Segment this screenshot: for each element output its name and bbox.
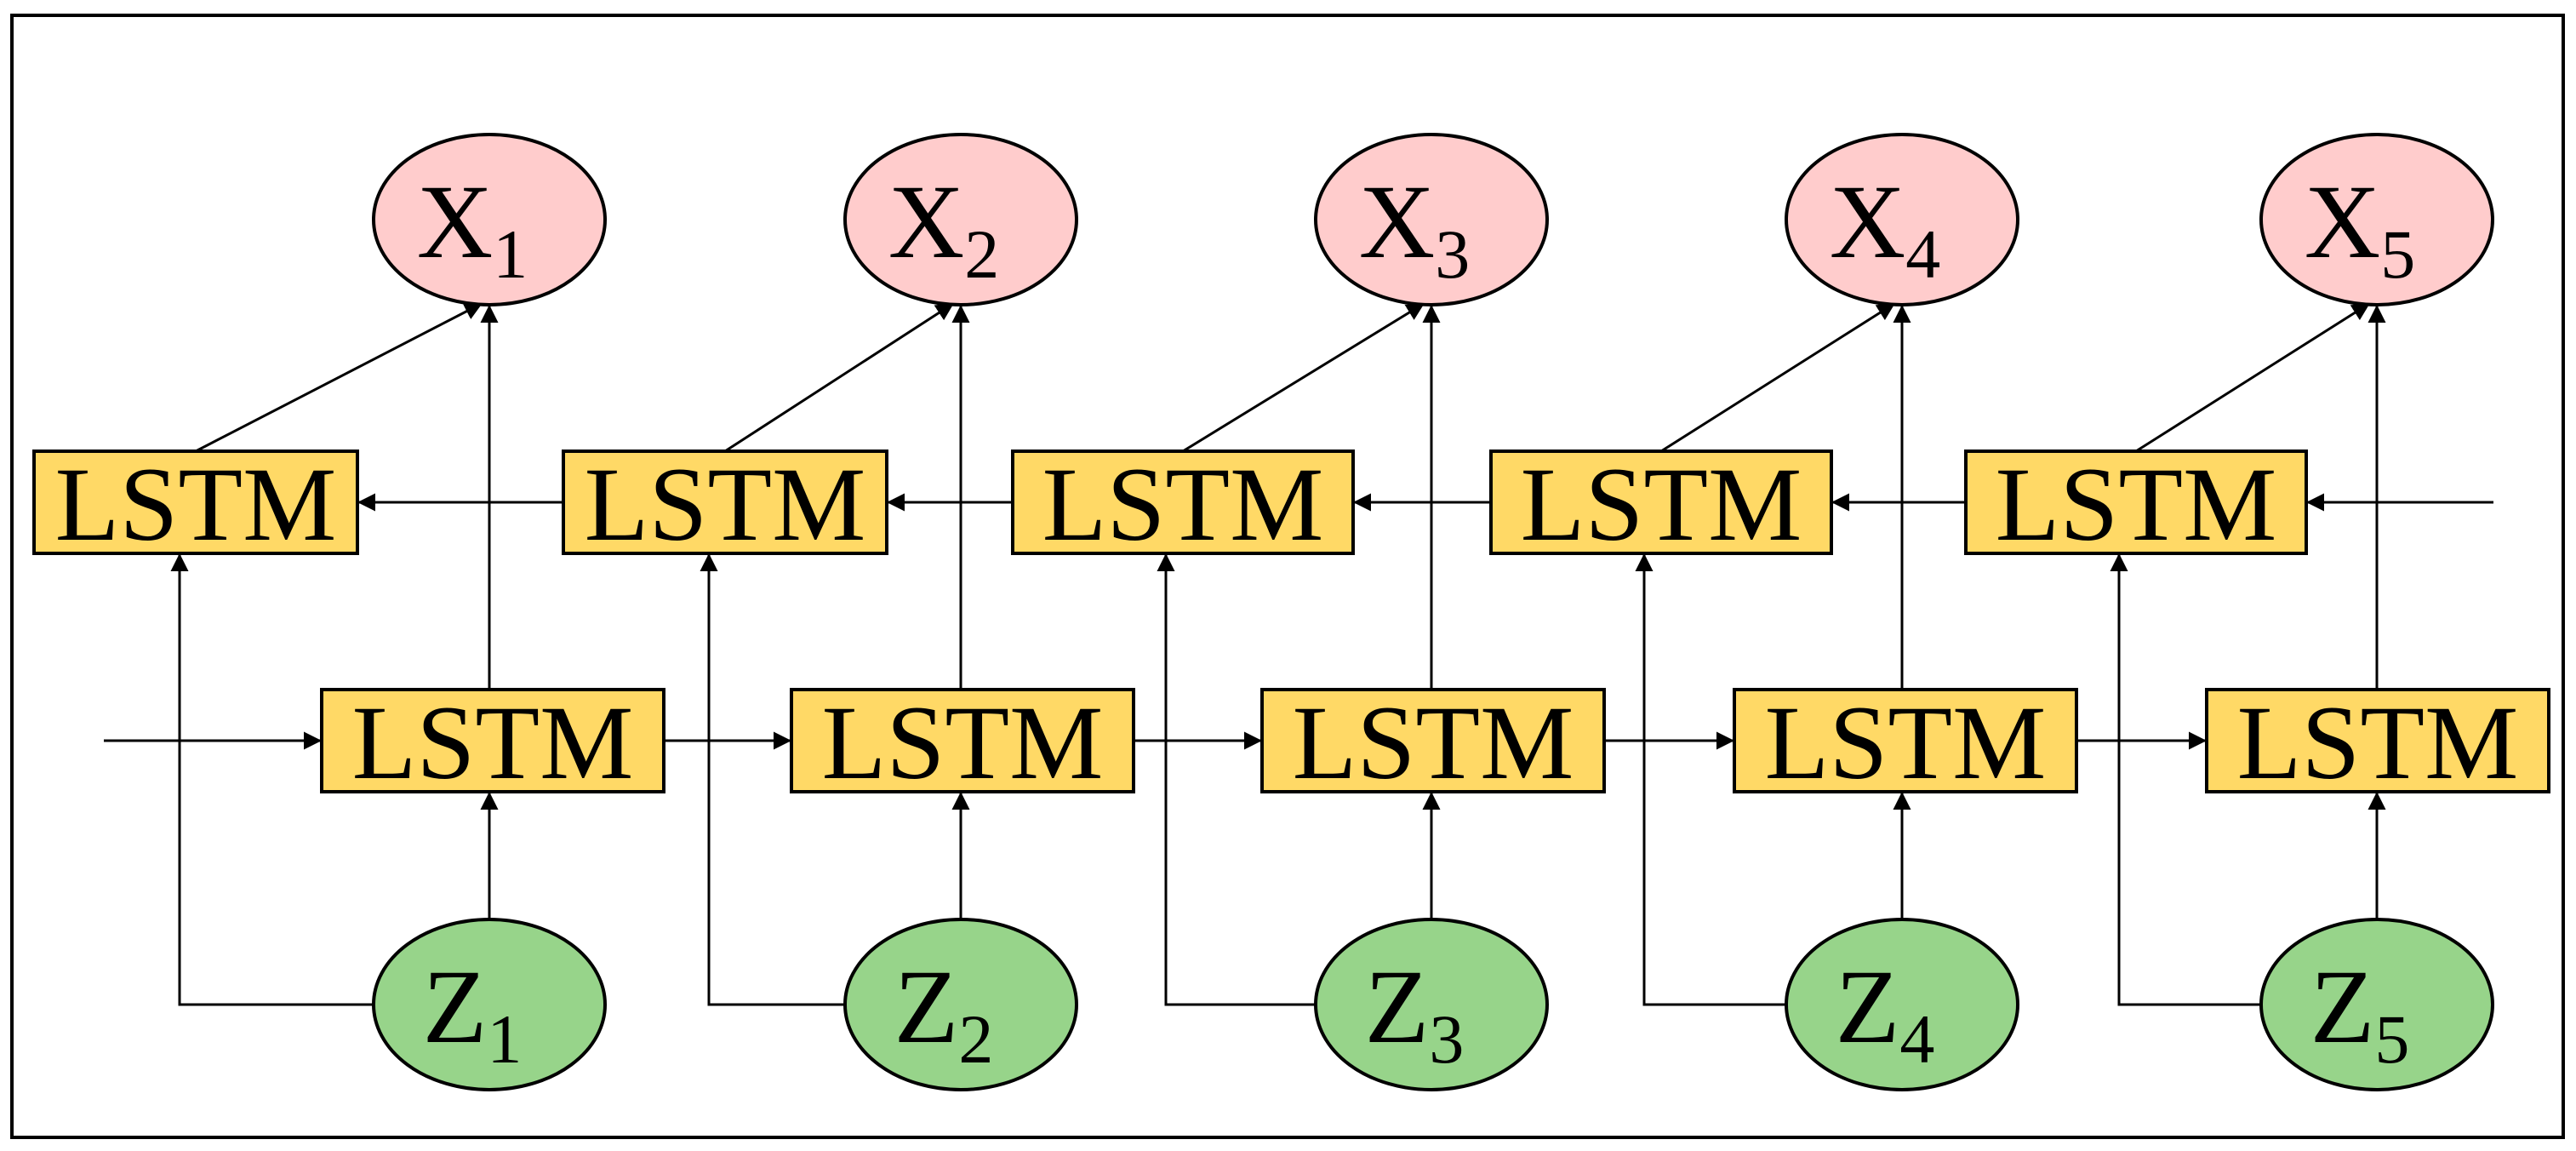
input-node-z4: Z4 xyxy=(1785,918,2019,1091)
input-node-z3-letter: Z xyxy=(1365,948,1430,1065)
edges xyxy=(104,301,2493,1006)
backward-lstm-to-x-arrow-1 xyxy=(195,301,483,453)
output-node-x4: X4 xyxy=(1785,133,2019,306)
forward-lstm-4: LSTM xyxy=(1733,684,2078,801)
forward-lstm-2-label: LSTM xyxy=(822,684,1104,801)
forward-lstm-3: LSTM xyxy=(1260,684,1606,801)
forward-lstm-2: LSTM xyxy=(790,684,1135,801)
backward-lstm-5-label: LSTM xyxy=(1996,446,2277,563)
output-node-x2-label: X2 xyxy=(888,163,1000,293)
output-node-x1-ellipse xyxy=(372,133,607,306)
input-node-z1-ellipse xyxy=(372,918,607,1091)
frame-border xyxy=(10,14,2565,1139)
backward-lstm-to-x-arrow-5 xyxy=(2135,301,2371,453)
forward-lstm-2-box xyxy=(790,688,1135,793)
backward-lstm-2-box xyxy=(562,450,888,555)
input-node-z1-subscript: 1 xyxy=(487,1000,522,1078)
backward-lstm-4-box xyxy=(1489,450,1833,555)
input-node-z5-label: Z5 xyxy=(2310,948,2410,1078)
backward-lstm-1-box xyxy=(32,450,359,555)
input-node-z3-subscript: 3 xyxy=(1429,1000,1464,1078)
output-node-x5: X5 xyxy=(2259,133,2494,306)
output-node-x1-subscript: 1 xyxy=(493,215,528,293)
backward-lstm-to-x-arrow-3 xyxy=(1182,301,1425,453)
input-node-z4-label: Z4 xyxy=(1836,948,1935,1078)
backward-lstm-to-x-arrow-4 xyxy=(1660,301,1896,453)
output-node-x2-letter: X xyxy=(888,163,965,280)
input-node-z5-ellipse xyxy=(2259,918,2494,1091)
input-node-z2-letter: Z xyxy=(894,948,959,1065)
input-node-z3: Z3 xyxy=(1314,918,1549,1091)
z-to-backward-lstm-arrow-3 xyxy=(1157,553,1316,1006)
output-node-x2-ellipse xyxy=(843,133,1078,306)
backward-lstm-1-label: LSTM xyxy=(55,446,337,563)
output-node-x5-ellipse xyxy=(2259,133,2494,306)
input-node-z4-ellipse xyxy=(1785,918,2019,1091)
input-node-z1: Z1 xyxy=(372,918,607,1091)
forward-lstm-4-box xyxy=(1733,688,2078,793)
output-node-x3-letter: X xyxy=(1359,163,1436,280)
output-node-x3: X3 xyxy=(1314,133,1549,306)
output-node-x3-label: X3 xyxy=(1359,163,1471,293)
input-node-z4-letter: Z xyxy=(1836,948,1900,1065)
input-node-z2-label: Z2 xyxy=(894,948,994,1078)
input-node-z3-label: Z3 xyxy=(1365,948,1465,1078)
input-node-z4-subscript: 4 xyxy=(1899,1000,1934,1078)
input-node-z3-ellipse xyxy=(1314,918,1549,1091)
output-node-x4-letter: X xyxy=(1830,163,1906,280)
backward-lstm-3: LSTM xyxy=(1011,446,1355,563)
input-node-z1-letter: Z xyxy=(423,948,488,1065)
forward-lstm-4-label: LSTM xyxy=(1765,684,2047,801)
forward-lstm-1-label: LSTM xyxy=(352,684,634,801)
output-node-x2: X2 xyxy=(843,133,1078,306)
input-node-z5-subscript: 5 xyxy=(2374,1000,2409,1078)
backward-lstm-2-label: LSTM xyxy=(585,446,866,563)
backward-lstm-5: LSTM xyxy=(1964,446,2308,563)
output-node-x3-ellipse xyxy=(1314,133,1549,306)
forward-lstm-1-box xyxy=(320,688,665,793)
forward-lstm-3-label: LSTM xyxy=(1293,684,1574,801)
output-node-x1: X1 xyxy=(372,133,607,306)
input-node-z1-label: Z1 xyxy=(423,948,523,1078)
output-node-x4-ellipse xyxy=(1785,133,2019,306)
forward-lstm-1: LSTM xyxy=(320,684,665,801)
z-to-backward-lstm-arrow-4 xyxy=(1635,553,1786,1006)
output-node-x5-subscript: 5 xyxy=(2380,215,2415,293)
forward-lstm-5-label: LSTM xyxy=(2237,684,2519,801)
z-to-backward-lstm-arrow-1 xyxy=(170,553,374,1006)
nodes: LSTMLSTMX1Z1LSTMLSTMX2Z2LSTMLSTMX3Z3LSTM… xyxy=(32,133,2550,1091)
input-node-z5-letter: Z xyxy=(2310,948,2375,1065)
backward-lstm-5-box xyxy=(1964,450,2308,555)
output-node-x1-letter: X xyxy=(417,163,494,280)
output-node-x5-letter: X xyxy=(2305,163,2381,280)
input-node-z2-ellipse xyxy=(843,918,1078,1091)
output-node-x3-subscript: 3 xyxy=(1435,215,1470,293)
output-node-x4-label: X4 xyxy=(1830,163,1941,293)
forward-lstm-5-box xyxy=(2205,688,2550,793)
output-node-x2-subscript: 2 xyxy=(964,215,999,293)
input-node-z5: Z5 xyxy=(2259,918,2494,1091)
output-node-x1-label: X1 xyxy=(417,163,528,293)
forward-lstm-5: LSTM xyxy=(2205,684,2550,801)
backward-lstm-1: LSTM xyxy=(32,446,359,563)
input-node-z2: Z2 xyxy=(843,918,1078,1091)
output-node-x4-subscript: 4 xyxy=(1905,215,1940,293)
backward-lstm-3-box xyxy=(1011,450,1355,555)
z-to-backward-lstm-arrow-2 xyxy=(700,553,845,1006)
input-node-z2-subscript: 2 xyxy=(958,1000,993,1078)
backward-lstm-4-label: LSTM xyxy=(1521,446,1802,563)
backward-lstm-2: LSTM xyxy=(562,446,888,563)
backward-lstm-to-x-arrow-2 xyxy=(724,301,955,453)
z-to-backward-lstm-arrow-5 xyxy=(2110,553,2261,1006)
backward-lstm-4: LSTM xyxy=(1489,446,1833,563)
forward-lstm-3-box xyxy=(1260,688,1606,793)
backward-lstm-3-label: LSTM xyxy=(1042,446,1324,563)
output-node-x5-label: X5 xyxy=(2305,163,2416,293)
